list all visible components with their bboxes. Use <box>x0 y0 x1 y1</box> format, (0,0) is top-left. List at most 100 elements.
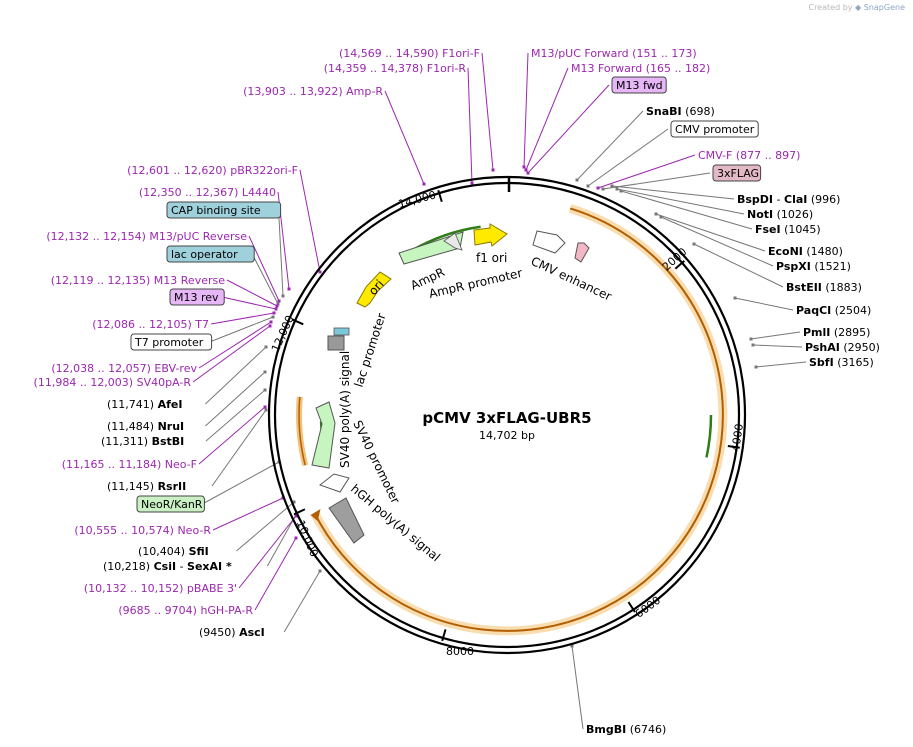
site-label-bsteii[interactable]: BstEII (1883) <box>786 281 862 294</box>
site-label-3xflag[interactable]: 3xFLAG <box>712 164 762 182</box>
csii-name: CsiI <box>154 560 176 573</box>
site-label-m13-rev[interactable]: M13 rev <box>169 288 225 306</box>
site-label-bstbi[interactable]: (11,311) BstBI <box>101 435 184 448</box>
leader-line <box>205 371 266 427</box>
site-label-f1ori-r[interactable]: (14,359 .. 14,378) F1ori-R <box>324 62 467 75</box>
m13-forward-name: M13 Forward <box>571 62 642 75</box>
nrui-range: (11,484) <box>107 420 154 433</box>
site-label-neo-f[interactable]: (11,165 .. 11,184) Neo-F <box>62 458 197 471</box>
leader-line <box>655 213 766 252</box>
csii-name2: SexAI * <box>187 560 232 573</box>
f1ori-r-text: (14,359 .. 14,378) F1ori-R <box>324 62 467 75</box>
site-label-m13-forward[interactable]: M13 Forward (165 .. 182) <box>571 62 710 75</box>
fsei-text: FseI (1045) <box>755 223 821 236</box>
site-label-csii[interactable]: (10,218) CsiI - SexAI * <box>103 560 232 573</box>
site-label-rsrii[interactable]: (11,145) RsrII <box>107 480 186 493</box>
bsteii-name: BstEII <box>786 281 822 294</box>
cmv-f-range: (877 .. 897) <box>736 149 801 162</box>
site-label-pmli[interactable]: PmlI (2895) <box>803 326 870 339</box>
cmv-enhancer-arrow <box>532 230 566 254</box>
site-label-t7[interactable]: (12,086 .. 12,105) T7 <box>92 318 209 331</box>
site-label-neo-r[interactable]: (10,555 .. 10,574) Neo-R <box>74 524 211 537</box>
plasmid-name: pCMV 3xFLAG-UBR5 <box>422 409 591 427</box>
tick-label: 14,000 <box>397 188 438 211</box>
leader-line <box>205 389 266 442</box>
site-label-ebv-rev[interactable]: (12,038 .. 12,057) EBV-rev <box>51 362 197 375</box>
leader-line <box>248 235 280 302</box>
bspdi-sep: - <box>777 193 781 206</box>
ebv-rev-range: (12,038 .. 12,057) <box>51 362 151 375</box>
site-label-t7-promoter[interactable]: T7 promoter <box>130 333 213 351</box>
site-label-fsei[interactable]: FseI (1045) <box>755 223 821 236</box>
leader-line <box>198 406 266 465</box>
site-label-hgh-pa-r[interactable]: (9685 .. 9704) hGH-PA-R <box>118 604 253 617</box>
site-label-m13-reverse[interactable]: (12,119 .. 12,135) M13 Reverse <box>51 274 225 287</box>
site-marker <box>601 187 605 191</box>
sv40pa-r-range: (11,984 .. 12,003) <box>34 376 134 389</box>
site-marker <box>654 212 658 216</box>
snabi-range: (698) <box>685 105 715 118</box>
site-label-noti[interactable]: NotI (1026) <box>747 208 813 221</box>
site-label-m13puc-rev[interactable]: (12,132 .. 12,154) M13/pUC Reverse <box>46 230 247 243</box>
site-label-lac-op[interactable]: lac operator <box>166 245 255 263</box>
site-label-pspxi[interactable]: PspXI (1521) <box>776 260 851 273</box>
neo-orf-line <box>298 396 306 466</box>
site-label-bspdi[interactable]: BspDI - ClaI (996) <box>737 193 840 206</box>
l4440-name: L4440 <box>242 186 276 199</box>
bspdi-text: BspDI - ClaI (996) <box>737 193 840 206</box>
leader-line <box>755 361 807 368</box>
site-label-cap[interactable]: CAP binding site <box>166 201 282 219</box>
site-label-sv40pa-r[interactable]: (11,984 .. 12,003) SV40pA-R <box>34 376 192 389</box>
feature-label-sv40-pa: SV40 poly(A) signal <box>338 351 352 468</box>
f1ori-r-range: (14,359 .. 14,378) <box>324 62 424 75</box>
csii-range: (10,218) <box>103 560 150 573</box>
bspdi-name2: ClaI <box>784 193 807 206</box>
site-label-asci[interactable]: (9450) AscI <box>199 626 265 639</box>
m13puc-fwd-text: M13/pUC Forward (151 .. 173) <box>531 47 697 60</box>
noti-name: NotI <box>747 208 773 221</box>
leader-line <box>611 185 735 200</box>
m13-forward-text: M13 Forward (165 .. 182) <box>571 62 710 75</box>
leader-line <box>211 409 267 487</box>
pbabe3-text: (10,132 .. 10,152) pBABE 3' <box>84 582 237 595</box>
leader-line <box>734 297 794 311</box>
site-label-l4440[interactable]: (12,350 .. 12,367) L4440 <box>139 186 276 199</box>
site-marker <box>294 514 298 518</box>
site-label-cmv-f[interactable]: CMV-F (877 .. 897) <box>698 149 800 162</box>
site-label-sfii[interactable]: (10,404) SfiI <box>138 545 209 558</box>
m13puc-rev-range: (12,132 .. 12,154) <box>46 230 146 243</box>
site-label-pbr322ori-f[interactable]: (12,601 .. 12,620) pBR322ori-F <box>127 164 298 177</box>
f1ori-f-text: (14,569 .. 14,590) F1ori-F <box>339 47 480 60</box>
site-label-cmv-promoter[interactable]: CMV promoter <box>670 120 759 138</box>
neo-f-name: Neo-F <box>165 458 197 471</box>
site-label-pshai[interactable]: PshAI (2950) <box>805 341 880 354</box>
site-label-econi[interactable]: EcoNI (1480) <box>768 245 843 258</box>
pmli-range: (2895) <box>834 326 871 339</box>
site-label-pbabe3[interactable]: (10,132 .. 10,152) pBABE 3' <box>84 582 237 595</box>
site-label-neokanr[interactable]: NeoR/KanR <box>136 495 205 513</box>
site-label-bmgbi[interactable]: BmgBI (6746) <box>586 723 666 736</box>
site-marker <box>751 343 755 347</box>
feature-label-lac-promoter: lac promoter <box>352 312 389 389</box>
econi-range: (1480) <box>806 245 843 258</box>
bsteii-range: (1883) <box>825 281 862 294</box>
watermark-brand: SnapGene <box>863 3 905 12</box>
site-marker <box>659 215 663 219</box>
site-label-paqci[interactable]: PaqCI (2504) <box>796 304 871 317</box>
site-label-sbfi[interactable]: SbfI (3165) <box>809 356 874 369</box>
l4440-text: (12,350 .. 12,367) L4440 <box>139 186 276 199</box>
site-label-snabi[interactable]: SnaBI (698) <box>646 105 715 118</box>
pspxi-range: (1521) <box>814 260 851 273</box>
site-label-amp-r[interactable]: (13,903 .. 13,922) Amp-R <box>243 85 383 98</box>
site-label-nrui[interactable]: (11,484) NruI <box>107 420 184 433</box>
site-label-m13puc-fwd[interactable]: M13/pUC Forward (151 .. 173) <box>531 47 697 60</box>
site-label-m13-fwd[interactable]: M13 fwd <box>611 76 667 94</box>
sbfi-range: (3165) <box>837 356 874 369</box>
cmv-promoter-box <box>670 120 759 138</box>
site-label-f1ori-f[interactable]: (14,569 .. 14,590) F1ori-F <box>339 47 480 60</box>
leader-line <box>527 84 610 174</box>
leader-line <box>251 253 279 305</box>
leader-line <box>210 312 275 325</box>
tick-label: 4000 <box>729 423 746 453</box>
site-label-afei[interactable]: (11,741) AfeI <box>107 398 182 411</box>
